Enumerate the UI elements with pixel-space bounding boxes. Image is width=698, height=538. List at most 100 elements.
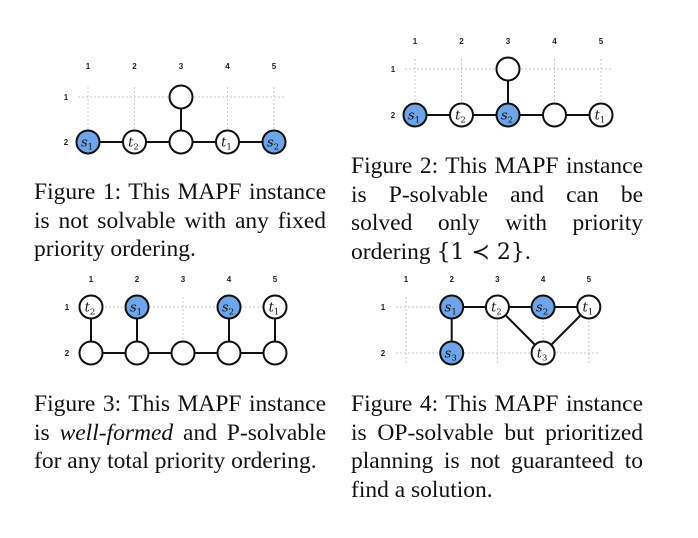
column-tick-label: 3 (495, 275, 500, 284)
node-label-subscript: 2 (508, 116, 513, 126)
node-label-subscript: 2 (133, 143, 138, 153)
graph-node (168, 84, 194, 110)
row-tick-label: 1 (64, 93, 69, 102)
node-label: t1 (221, 136, 232, 153)
caption-emphasis: well-formed (59, 419, 174, 446)
caption-text: This MAPF instance is P-solvable and can… (351, 153, 643, 265)
figure-3-caption: Figure 3: This MAPF instance is well-for… (34, 390, 326, 476)
node-label-subscript: 3 (451, 354, 456, 364)
node-label: t2 (128, 136, 139, 153)
caption-post: and P-solvable for any total priority or… (34, 419, 327, 475)
column-tick-label: 4 (225, 62, 230, 71)
column-tick-label: 5 (587, 275, 592, 284)
column-tick-label: 1 (86, 62, 91, 71)
graph-node (542, 102, 567, 128)
column-tick-label: 2 (449, 275, 454, 284)
agent-node-t2 (78, 294, 104, 320)
node-label-subscript: 2 (543, 308, 548, 318)
column-tick-label: 5 (599, 37, 604, 46)
graph-node (78, 340, 104, 366)
node-label-subscript: 1 (274, 308, 279, 318)
caption-number: Figure 4: (351, 391, 439, 417)
figure-4-caption: Figure 4: This MAPF instance is OP-solva… (351, 390, 643, 504)
column-tick-label: 4 (541, 275, 546, 284)
caption-tail: . (524, 238, 531, 265)
column-tick-label: 4 (552, 37, 557, 46)
agent-node-s3 (439, 340, 465, 366)
agent-node-s2 (495, 102, 521, 128)
column-tick-label: 1 (89, 275, 94, 284)
caption-number: Figure 1: (34, 179, 122, 205)
graph-node (495, 56, 521, 82)
node-label: t1 (595, 109, 606, 126)
node-label-subscript: 3 (542, 354, 547, 364)
agent-node-s2 (530, 294, 556, 320)
caption-math: {1 ≺ 2} (436, 239, 525, 265)
agent-node-t1 (576, 294, 602, 320)
agent-node-s1 (75, 129, 101, 155)
column-tick-label: 2 (135, 275, 140, 284)
caption-number: Figure 2: (351, 153, 439, 179)
agent-node-s2 (261, 129, 287, 155)
agent-node-t2 (122, 129, 147, 155)
node-label-subscript: 1 (600, 116, 605, 126)
agent-node-s1 (402, 102, 428, 128)
graph-node (168, 129, 194, 155)
node-label: t2 (85, 301, 96, 318)
row-tick-label: 2 (381, 349, 386, 358)
node-label-subscript: 2 (229, 308, 234, 318)
column-tick-label: 3 (506, 37, 511, 46)
column-tick-label: 5 (273, 275, 278, 284)
agent-node-t3 (530, 340, 556, 366)
row-tick-label: 1 (391, 65, 396, 74)
figure-2-caption: Figure 2: This MAPF instance is P-solvab… (351, 152, 643, 267)
graph-node (216, 340, 242, 366)
agent-node-t1 (215, 129, 240, 155)
caption-number: Figure 3: (34, 391, 122, 417)
row-tick-label: 1 (381, 303, 386, 312)
agent-node-t2 (484, 294, 510, 320)
caption-text: This MAPF instance is not solvable with … (34, 179, 326, 262)
agent-node-s2 (216, 294, 242, 320)
column-tick-label: 3 (181, 275, 186, 284)
row-tick-label: 2 (65, 349, 70, 358)
column-tick-label: 5 (272, 62, 277, 71)
row-tick-label: 2 (64, 138, 69, 147)
column-tick-label: 2 (132, 62, 137, 71)
column-tick-label: 1 (404, 275, 409, 284)
node-label-subscript: 1 (226, 143, 231, 153)
agent-node-t1 (262, 294, 288, 320)
node-label: t3 (537, 347, 548, 364)
caption-pre: This MAPF instance is (34, 391, 326, 446)
graph-node (170, 340, 196, 366)
node-label-subscript: 1 (137, 308, 142, 318)
graph-node (262, 340, 288, 366)
agent-node-s1 (439, 294, 465, 320)
node-label: t2 (491, 301, 502, 318)
node-label-subscript: 2 (90, 308, 95, 318)
row-tick-label: 2 (391, 111, 396, 120)
node-label-subscript: 2 (460, 116, 465, 126)
node-label: t1 (269, 301, 280, 318)
node-label-subscript: 2 (274, 143, 279, 153)
node-label-subscript: 1 (415, 116, 420, 126)
column-tick-label: 2 (459, 37, 464, 46)
node-label-subscript: 1 (451, 308, 456, 318)
agent-node-t1 (588, 102, 614, 128)
node-label-subscript: 1 (588, 308, 593, 318)
graph-node (124, 340, 150, 366)
node-label-subscript: 2 (496, 308, 501, 318)
row-tick-label: 1 (65, 303, 70, 312)
figure-1-caption: Figure 1: This MAPF instance is not solv… (34, 178, 326, 264)
node-label: t1 (582, 301, 593, 318)
column-tick-label: 4 (227, 275, 232, 284)
column-tick-label: 3 (179, 62, 184, 71)
